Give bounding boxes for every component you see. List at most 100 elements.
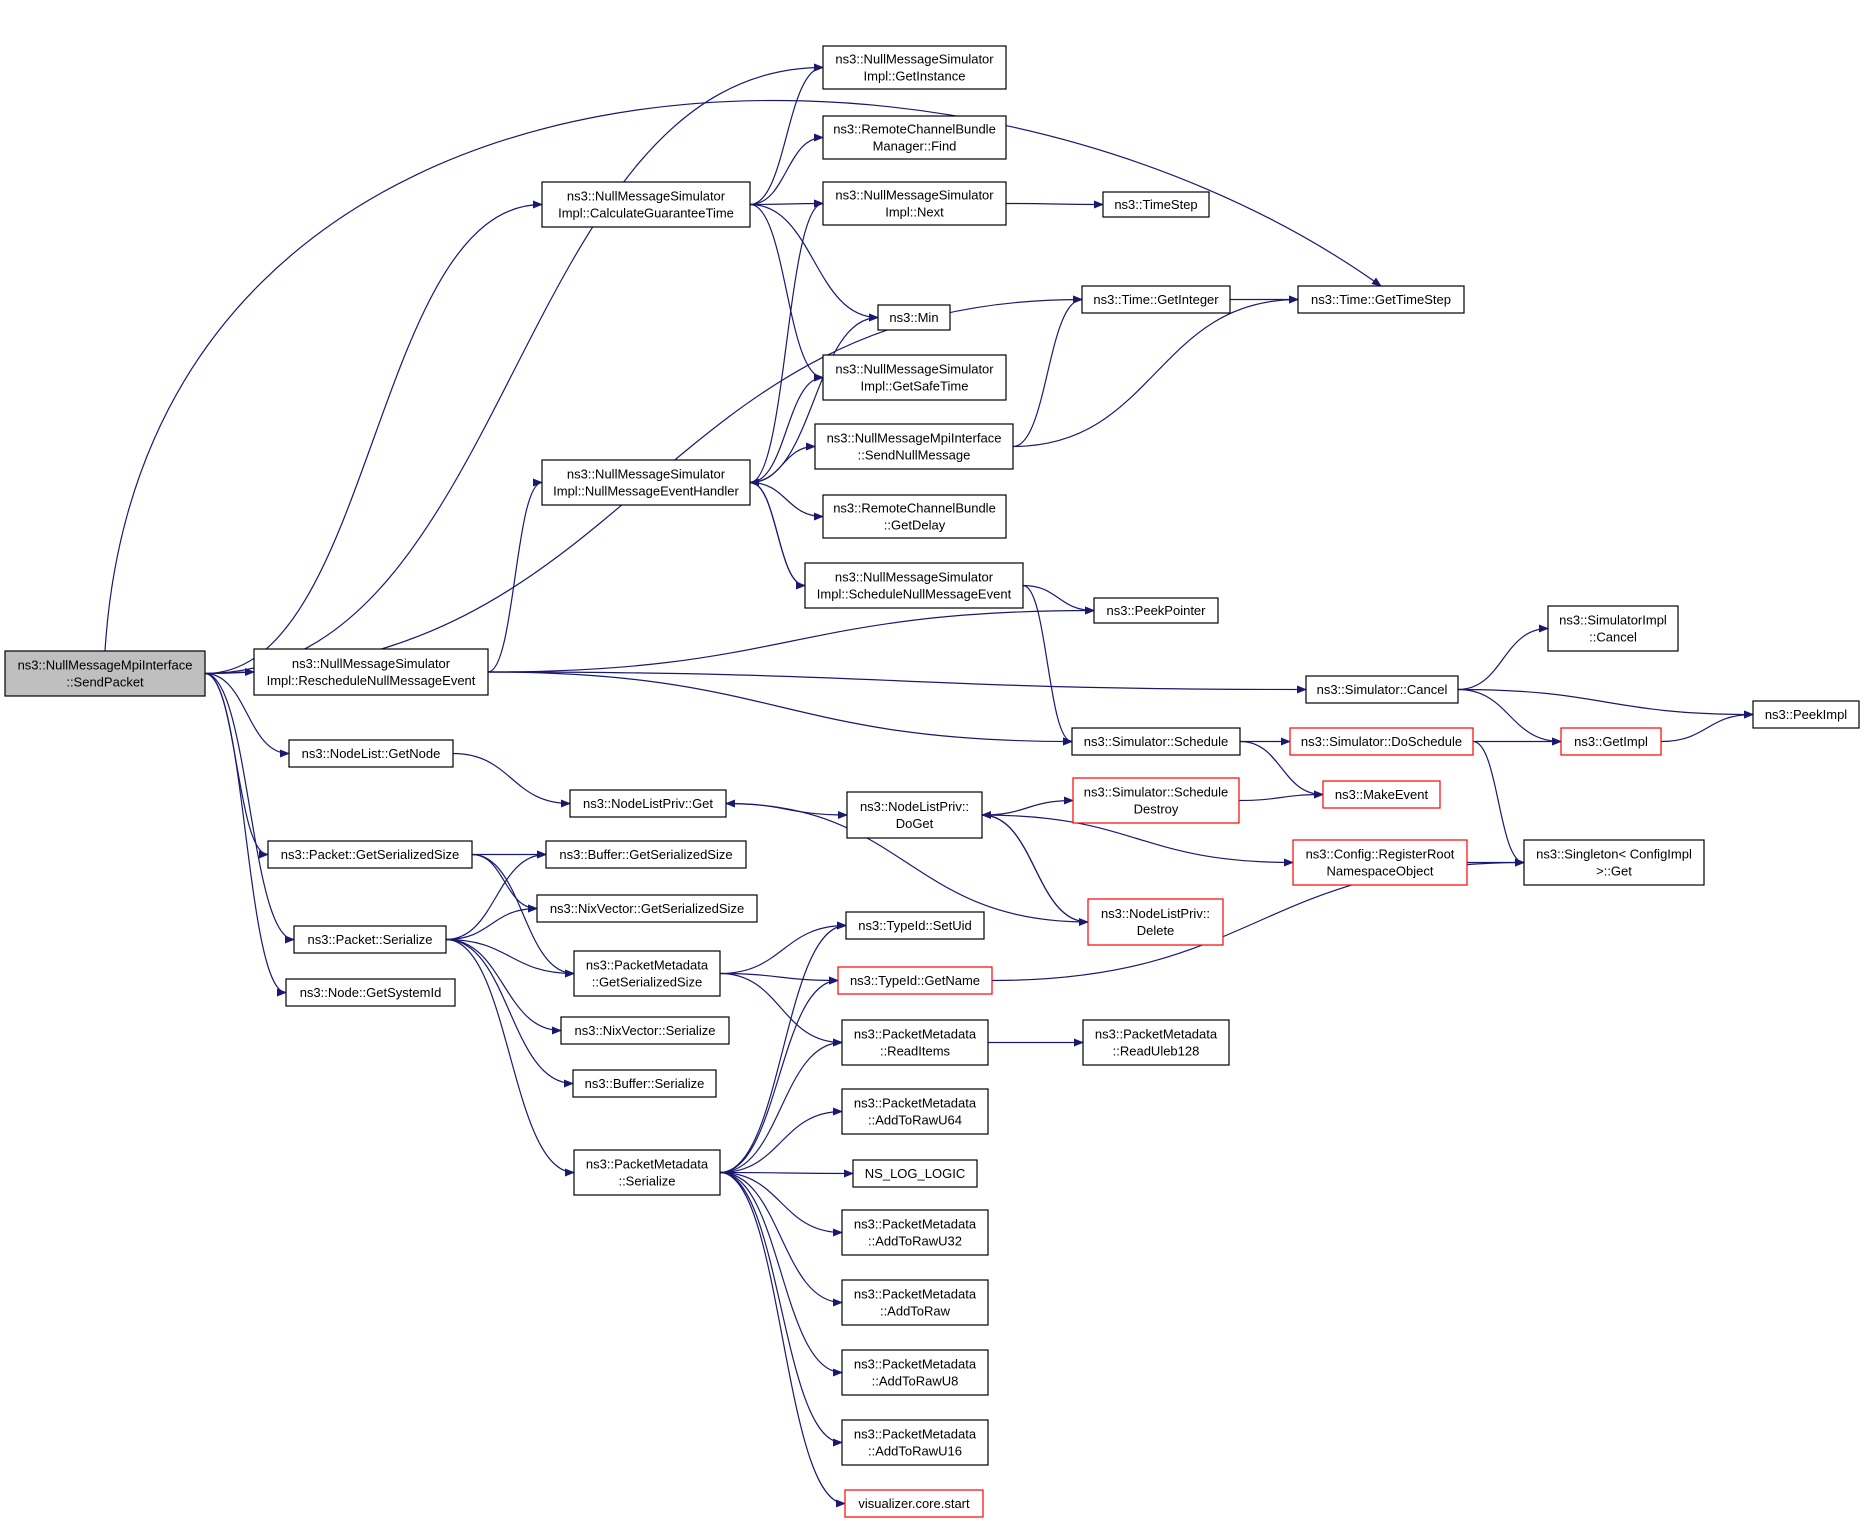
- node-box-doschedule[interactable]: [1289, 727, 1474, 756]
- node-box-pmreaduleb[interactable]: [1082, 1019, 1230, 1066]
- node-singleton[interactable]: ns3::Singleton< ConfigImpl >::Get: [1523, 839, 1705, 886]
- node-box-peekpointer[interactable]: [1093, 597, 1219, 624]
- node-box-next[interactable]: [822, 181, 1007, 226]
- node-timestep[interactable]: ns3::TimeStep: [1102, 191, 1210, 218]
- node-getinteger[interactable]: ns3::Time::GetInteger: [1081, 285, 1231, 314]
- node-box-pmaddu64[interactable]: [841, 1088, 989, 1135]
- node-typeidgetname[interactable]: ns3::TypeId::GetName: [837, 966, 993, 995]
- node-box-calcguar[interactable]: [541, 181, 751, 228]
- node-box-pktserialize[interactable]: [293, 925, 447, 954]
- node-box-bufserialize[interactable]: [572, 1069, 717, 1098]
- node-schednull[interactable]: ns3::NullMessageSimulatorImpl::ScheduleN…: [804, 562, 1024, 609]
- node-getimpl[interactable]: ns3::GetImpl: [1560, 727, 1662, 756]
- node-box-pktgetsersize[interactable]: [267, 840, 473, 869]
- node-gettimestep[interactable]: ns3::Time::GetTimeStep: [1297, 285, 1465, 314]
- node-pmaddu64[interactable]: ns3::PacketMetadata::AddToRawU64: [841, 1088, 989, 1135]
- node-pmaddraw[interactable]: ns3::PacketMetadata::AddToRaw: [841, 1279, 989, 1326]
- node-box-makeevent[interactable]: [1322, 780, 1441, 809]
- node-box-gettimestep[interactable]: [1297, 285, 1465, 314]
- node-nlpdelete[interactable]: ns3::NodeListPriv::Delete: [1087, 898, 1224, 946]
- node-box-sendnull[interactable]: [814, 423, 1014, 470]
- node-min[interactable]: ns3::Min: [877, 304, 951, 331]
- node-doschedule[interactable]: ns3::Simulator::DoSchedule: [1289, 727, 1474, 756]
- node-box-nlpdoget[interactable]: [846, 791, 983, 839]
- node-box-nodelistgetnode[interactable]: [288, 739, 454, 768]
- node-box-getdelay[interactable]: [822, 494, 1007, 539]
- node-box-rcbm_find[interactable]: [822, 115, 1007, 160]
- node-box-regroot[interactable]: [1292, 839, 1468, 886]
- node-box-nixgetsersize[interactable]: [536, 894, 758, 923]
- node-pktgetsersize[interactable]: ns3::Packet::GetSerializedSize: [267, 840, 473, 869]
- node-box-pmreaditems[interactable]: [841, 1019, 989, 1066]
- node-box-bufgetsersize[interactable]: [545, 840, 747, 869]
- node-box-resched[interactable]: [253, 648, 489, 696]
- node-simcancel[interactable]: ns3::Simulator::Cancel: [1305, 675, 1459, 704]
- node-nlpget[interactable]: ns3::NodeListPriv::Get: [569, 789, 727, 818]
- node-box-getimpl[interactable]: [1560, 727, 1662, 756]
- node-box-simcancel[interactable]: [1305, 675, 1459, 704]
- node-box-getinteger[interactable]: [1081, 285, 1231, 314]
- node-vizstart[interactable]: visualizer.core.start: [844, 1489, 984, 1518]
- node-box-peekimpl[interactable]: [1752, 700, 1860, 729]
- node-peekpointer[interactable]: ns3::PeekPointer: [1093, 597, 1219, 624]
- node-simschedule[interactable]: ns3::Simulator::Schedule: [1071, 727, 1241, 756]
- node-nixgetsersize[interactable]: ns3::NixVector::GetSerializedSize: [536, 894, 758, 923]
- node-box-nlpdelete[interactable]: [1087, 898, 1224, 946]
- node-nmeh[interactable]: ns3::NullMessageSimulatorImpl::NullMessa…: [541, 459, 751, 506]
- node-getdelay[interactable]: ns3::RemoteChannelBundle::GetDelay: [822, 494, 1007, 539]
- node-box-typeidgetname[interactable]: [837, 966, 993, 995]
- node-makeevent[interactable]: ns3::MakeEvent: [1322, 780, 1441, 809]
- node-box-nsloglogic[interactable]: [852, 1159, 978, 1188]
- node-pmserialize[interactable]: ns3::PacketMetadata::Serialize: [573, 1149, 721, 1196]
- node-box-pmaddu16[interactable]: [841, 1419, 989, 1466]
- node-box-schednull[interactable]: [804, 562, 1024, 609]
- node-pktserialize[interactable]: ns3::Packet::Serialize: [293, 925, 447, 954]
- node-nixserialize[interactable]: ns3::NixVector::Serialize: [560, 1016, 730, 1045]
- node-box-nixserialize[interactable]: [560, 1016, 730, 1045]
- node-calcguar[interactable]: ns3::NullMessageSimulatorImpl::Calculate…: [541, 181, 751, 228]
- node-box-simimplcancel[interactable]: [1547, 605, 1679, 652]
- node-nlpdoget[interactable]: ns3::NodeListPriv::DoGet: [846, 791, 983, 839]
- node-box-timestep[interactable]: [1102, 191, 1210, 218]
- node-box-nodegetsysid[interactable]: [285, 978, 456, 1007]
- node-bufgetsersize[interactable]: ns3::Buffer::GetSerializedSize: [545, 840, 747, 869]
- node-typeidsetuid[interactable]: ns3::TypeId::SetUid: [845, 911, 985, 940]
- node-peekimpl[interactable]: ns3::PeekImpl: [1752, 700, 1860, 729]
- node-nodelistgetnode[interactable]: ns3::NodeList::GetNode: [288, 739, 454, 768]
- node-pmgetsersize[interactable]: ns3::PacketMetadata::GetSerializedSize: [573, 950, 721, 997]
- node-getsafetime[interactable]: ns3::NullMessageSimulatorImpl::GetSafeTi…: [822, 354, 1007, 401]
- node-box-getinstance[interactable]: [822, 45, 1007, 90]
- node-root[interactable]: ns3::NullMessageMpiInterface::SendPacket: [4, 650, 206, 697]
- node-bufserialize[interactable]: ns3::Buffer::Serialize: [572, 1069, 717, 1098]
- node-simimplcancel[interactable]: ns3::SimulatorImpl::Cancel: [1547, 605, 1679, 652]
- node-box-simschedule[interactable]: [1071, 727, 1241, 756]
- node-pmreaduleb[interactable]: ns3::PacketMetadata::ReadUleb128: [1082, 1019, 1230, 1066]
- node-box-pmaddu32[interactable]: [841, 1209, 989, 1256]
- node-box-singleton[interactable]: [1523, 839, 1705, 886]
- node-resched[interactable]: ns3::NullMessageSimulatorImpl::Reschedul…: [253, 648, 489, 696]
- node-pmaddu8[interactable]: ns3::PacketMetadata::AddToRawU8: [841, 1349, 989, 1396]
- node-box-pmgetsersize[interactable]: [573, 950, 721, 997]
- node-box-typeidsetuid[interactable]: [845, 911, 985, 940]
- node-box-getsafetime[interactable]: [822, 354, 1007, 401]
- node-box-nlpget[interactable]: [569, 789, 727, 818]
- node-box-nmeh[interactable]: [541, 459, 751, 506]
- node-pmaddu32[interactable]: ns3::PacketMetadata::AddToRawU32: [841, 1209, 989, 1256]
- node-box-min[interactable]: [877, 304, 951, 331]
- node-nodegetsysid[interactable]: ns3::Node::GetSystemId: [285, 978, 456, 1007]
- node-box-root[interactable]: [4, 650, 206, 697]
- node-pmreaditems[interactable]: ns3::PacketMetadata::ReadItems: [841, 1019, 989, 1066]
- node-pmaddu16[interactable]: ns3::PacketMetadata::AddToRawU16: [841, 1419, 989, 1466]
- node-box-pmaddu8[interactable]: [841, 1349, 989, 1396]
- node-nsloglogic[interactable]: NS_LOG_LOGIC: [852, 1159, 978, 1188]
- node-box-vizstart[interactable]: [844, 1489, 984, 1518]
- node-sendnull[interactable]: ns3::NullMessageMpiInterface::SendNullMe…: [814, 423, 1014, 470]
- node-box-pmaddraw[interactable]: [841, 1279, 989, 1326]
- node-getinstance[interactable]: ns3::NullMessageSimulatorImpl::GetInstan…: [822, 45, 1007, 90]
- node-box-schedDestroy[interactable]: [1072, 777, 1240, 824]
- node-box-pmserialize[interactable]: [573, 1149, 721, 1196]
